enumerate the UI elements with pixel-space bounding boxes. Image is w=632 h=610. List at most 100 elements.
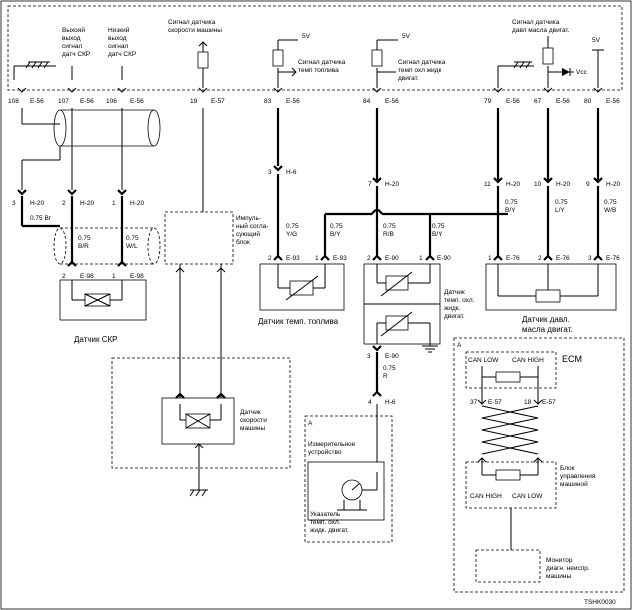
svg-text:H-6: H-6 <box>385 399 396 406</box>
svg-text:3: 3 <box>12 200 16 207</box>
svg-text:E-56: E-56 <box>556 98 570 105</box>
svg-text:H-20: H-20 <box>80 200 94 207</box>
svg-text:H-20: H-20 <box>30 200 44 207</box>
label-oil-0: Сигнал датчика <box>512 19 560 26</box>
oil-label-1: масла двигат. <box>522 325 573 334</box>
monitor-label-2: машины <box>546 573 572 580</box>
coolant-label-1: темп. охл. <box>444 297 475 304</box>
svg-text:E-57: E-57 <box>211 98 225 105</box>
pulse-label-2: сующий <box>236 230 260 238</box>
svg-text:E-76: E-76 <box>606 255 620 262</box>
h20-pin-3: 3 H-20 <box>12 188 44 207</box>
vss-section: Импуль- ный согла- сующий блок Датчик ск… <box>111 108 291 497</box>
svg-text:E-98: E-98 <box>80 273 94 280</box>
label-ckp-low-3: датч СКР <box>108 51 136 58</box>
svg-text:B/Y: B/Y <box>432 231 443 238</box>
control-label-0: Блок <box>560 465 575 472</box>
svg-text:E-57: E-57 <box>542 399 556 406</box>
label-fuel-1: темп топлива <box>298 67 339 74</box>
control-label-2: машиной <box>560 480 588 488</box>
svg-text:0.75: 0.75 <box>604 199 617 206</box>
svg-text:E-56: E-56 <box>30 98 44 105</box>
svg-text:H-20: H-20 <box>556 181 570 188</box>
svg-text:1: 1 <box>488 255 492 262</box>
vss-label-0: Датчик <box>240 409 261 416</box>
svg-text:108: 108 <box>8 98 19 105</box>
svg-text:H-20: H-20 <box>130 200 144 207</box>
svg-text:CAN HIGH: CAN HIGH <box>512 357 544 364</box>
fuel-sensor-label: Датчик темп. топлива <box>258 317 339 326</box>
label-vss-1: скорости машины <box>168 27 222 34</box>
svg-text:1: 1 <box>315 255 319 262</box>
svg-text:11: 11 <box>484 181 491 188</box>
ckp-lower: 0.75 Br 0.75 B/R 0.75 W/L 2 E-98 1 E-98 … <box>20 196 161 344</box>
monitor-label-1: диагн. неиспр. <box>546 565 590 572</box>
meter-box <box>304 415 393 543</box>
svg-text:0.75: 0.75 <box>432 223 445 230</box>
control-block-box <box>465 461 557 509</box>
svg-text:19: 19 <box>190 98 198 105</box>
svg-text:79: 79 <box>484 98 492 105</box>
svg-text:3: 3 <box>268 169 272 176</box>
label-vss-0: Сигнал датчика <box>168 19 216 26</box>
ecu-labels: Выхояй выход сигнал датч СКР Низкий выхо… <box>62 19 601 82</box>
svg-text:E-93: E-93 <box>333 255 347 262</box>
wire-ckp-low-1: W/L <box>126 243 138 250</box>
vss-label-2: машины <box>240 425 266 432</box>
coolant-section: 0.75 R/B 0.75 B/Y 2 E-90 1 E-90 Датчик т… <box>363 108 475 472</box>
svg-text:9: 9 <box>586 181 590 188</box>
svg-text:2: 2 <box>538 255 542 262</box>
svg-text:H-6: H-6 <box>286 169 297 176</box>
svg-text:18: 18 <box>524 399 532 406</box>
h20-pin-2: 2 H-20 <box>62 188 94 207</box>
svg-text:W/B: W/B <box>604 207 616 214</box>
label-ckp-low-1: выход <box>108 35 127 42</box>
svg-text:E-56: E-56 <box>80 98 94 105</box>
svg-text:83: 83 <box>264 98 272 105</box>
coolant-label-3: двигат. <box>444 313 465 320</box>
vss-label-1: скорости <box>240 417 267 424</box>
svg-text:80: 80 <box>584 98 592 105</box>
svg-text:0.75: 0.75 <box>505 199 518 206</box>
monitor-box <box>475 549 541 583</box>
svg-text:2: 2 <box>62 273 66 280</box>
svg-text:2: 2 <box>367 255 371 262</box>
pulse-label-3: блок <box>236 238 250 246</box>
svg-text:4: 4 <box>368 399 372 406</box>
svg-text:1: 1 <box>112 273 116 280</box>
svg-text:1: 1 <box>112 200 116 207</box>
label-fuel-0: Сигнал датчика <box>298 59 346 66</box>
svg-text:3: 3 <box>367 353 371 360</box>
label-5v-3: 5V <box>592 37 601 44</box>
ecu-pin-108: 108 E-56 <box>8 87 44 105</box>
label-ckp-high-2: сигнал <box>62 43 82 50</box>
svg-text:CAN LOW: CAN LOW <box>468 357 499 364</box>
wire-ckp-high-1: B/R <box>78 243 89 250</box>
svg-text:E-56: E-56 <box>385 98 399 105</box>
svg-text:E-56: E-56 <box>130 98 144 105</box>
svg-text:10: 10 <box>534 181 542 188</box>
can-marker-a: A <box>457 342 462 349</box>
wire-ckp-low-0: 0.75 <box>126 235 139 242</box>
wire-ckp-high-0: 0.75 <box>78 235 91 242</box>
ckp-cable <box>21 108 161 190</box>
svg-text:R/B: R/B <box>383 231 394 238</box>
pulse-block-box <box>164 211 234 265</box>
svg-text:E-56: E-56 <box>286 98 300 105</box>
meter-title-1: устройство <box>308 448 342 456</box>
ecu-pin-19: 19 E-57 <box>190 87 225 105</box>
label-ckp-low-2: сигнал <box>108 43 128 50</box>
ckp-sensor-label: Датчик СКР <box>74 335 118 344</box>
monitor-label-0: Монитор <box>546 557 573 564</box>
can-section: A CAN LOW CAN HIGH ECM 37 E-57 18 E-57 C… <box>453 337 625 593</box>
svg-text:Y/G: Y/G <box>286 231 297 238</box>
vss-outer-box <box>111 357 291 469</box>
svg-text:2: 2 <box>62 200 66 207</box>
gauge-label-2: жидк. двигат. <box>310 527 349 534</box>
